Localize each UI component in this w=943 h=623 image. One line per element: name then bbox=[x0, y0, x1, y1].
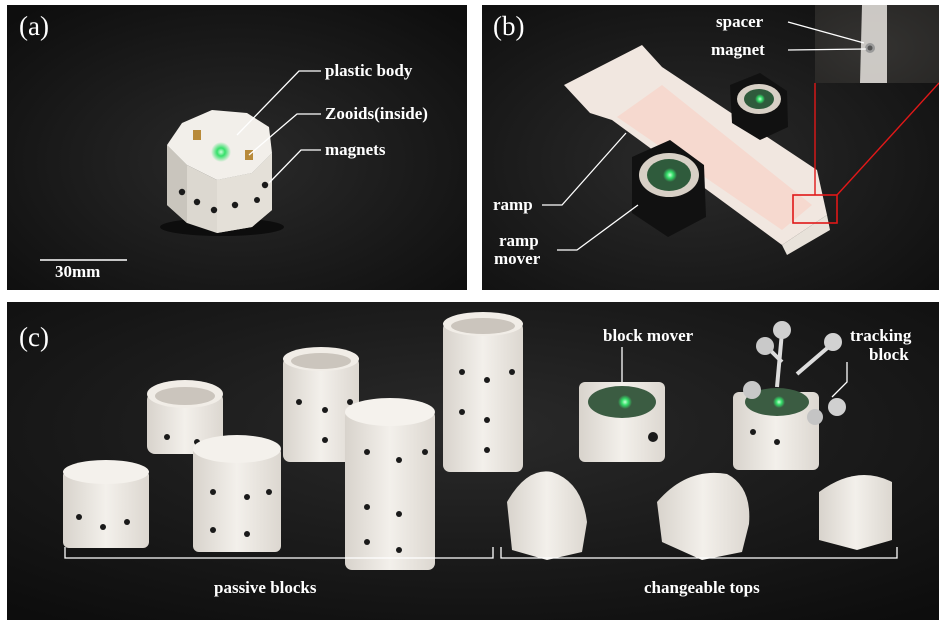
changeable-tops-bracket bbox=[500, 547, 898, 559]
passive-block-ring bbox=[147, 380, 223, 454]
panel-b: (b) spacer magnet ramp ramp mover bbox=[482, 5, 939, 290]
panel-a-photo bbox=[7, 5, 467, 290]
tracking-block-label-line2: block bbox=[869, 345, 909, 364]
panel-b-photo bbox=[482, 5, 939, 290]
ramp-label: ramp bbox=[493, 195, 533, 214]
passive-block-tallest bbox=[443, 312, 523, 472]
passive-blocks-bracket bbox=[64, 547, 494, 559]
panel-a-label: (a) bbox=[19, 11, 49, 41]
passive-block-medium bbox=[193, 435, 281, 552]
tracking-block bbox=[733, 321, 846, 470]
passive-block-open-tall bbox=[283, 347, 359, 462]
zooids-inside-label: Zooids(inside) bbox=[325, 104, 428, 123]
ramp-mover-label-line1: ramp bbox=[499, 231, 539, 250]
tracking-block-label-line1: tracking bbox=[850, 326, 912, 345]
magnets-label: magnets bbox=[325, 140, 386, 159]
block-mover bbox=[579, 382, 665, 462]
changeable-top-pointed bbox=[507, 471, 587, 560]
passive-block-short bbox=[63, 460, 149, 548]
magnet-label: magnet bbox=[711, 40, 765, 59]
plastic-body-label: plastic body bbox=[325, 61, 413, 80]
spacer-label: spacer bbox=[716, 12, 764, 31]
panel-c-photo bbox=[7, 302, 939, 620]
changeable-top-rounded bbox=[657, 472, 750, 560]
changeable-tops-label: changeable tops bbox=[644, 578, 760, 597]
passive-block-tall bbox=[345, 398, 435, 570]
panel-c: (c) block mover tracking block passive b… bbox=[7, 302, 939, 620]
ramp-mover-label-line2: mover bbox=[494, 249, 541, 268]
panel-a: (a) plastic body Zooids(inside) magnets … bbox=[7, 5, 467, 290]
scale-bar-label: 30mm bbox=[55, 262, 101, 281]
panel-c-label: (c) bbox=[19, 322, 49, 352]
panel-b-label: (b) bbox=[493, 11, 525, 41]
passive-blocks-label: passive blocks bbox=[214, 578, 317, 597]
changeable-top-domed bbox=[819, 474, 892, 550]
block-mover-label: block mover bbox=[603, 326, 694, 345]
